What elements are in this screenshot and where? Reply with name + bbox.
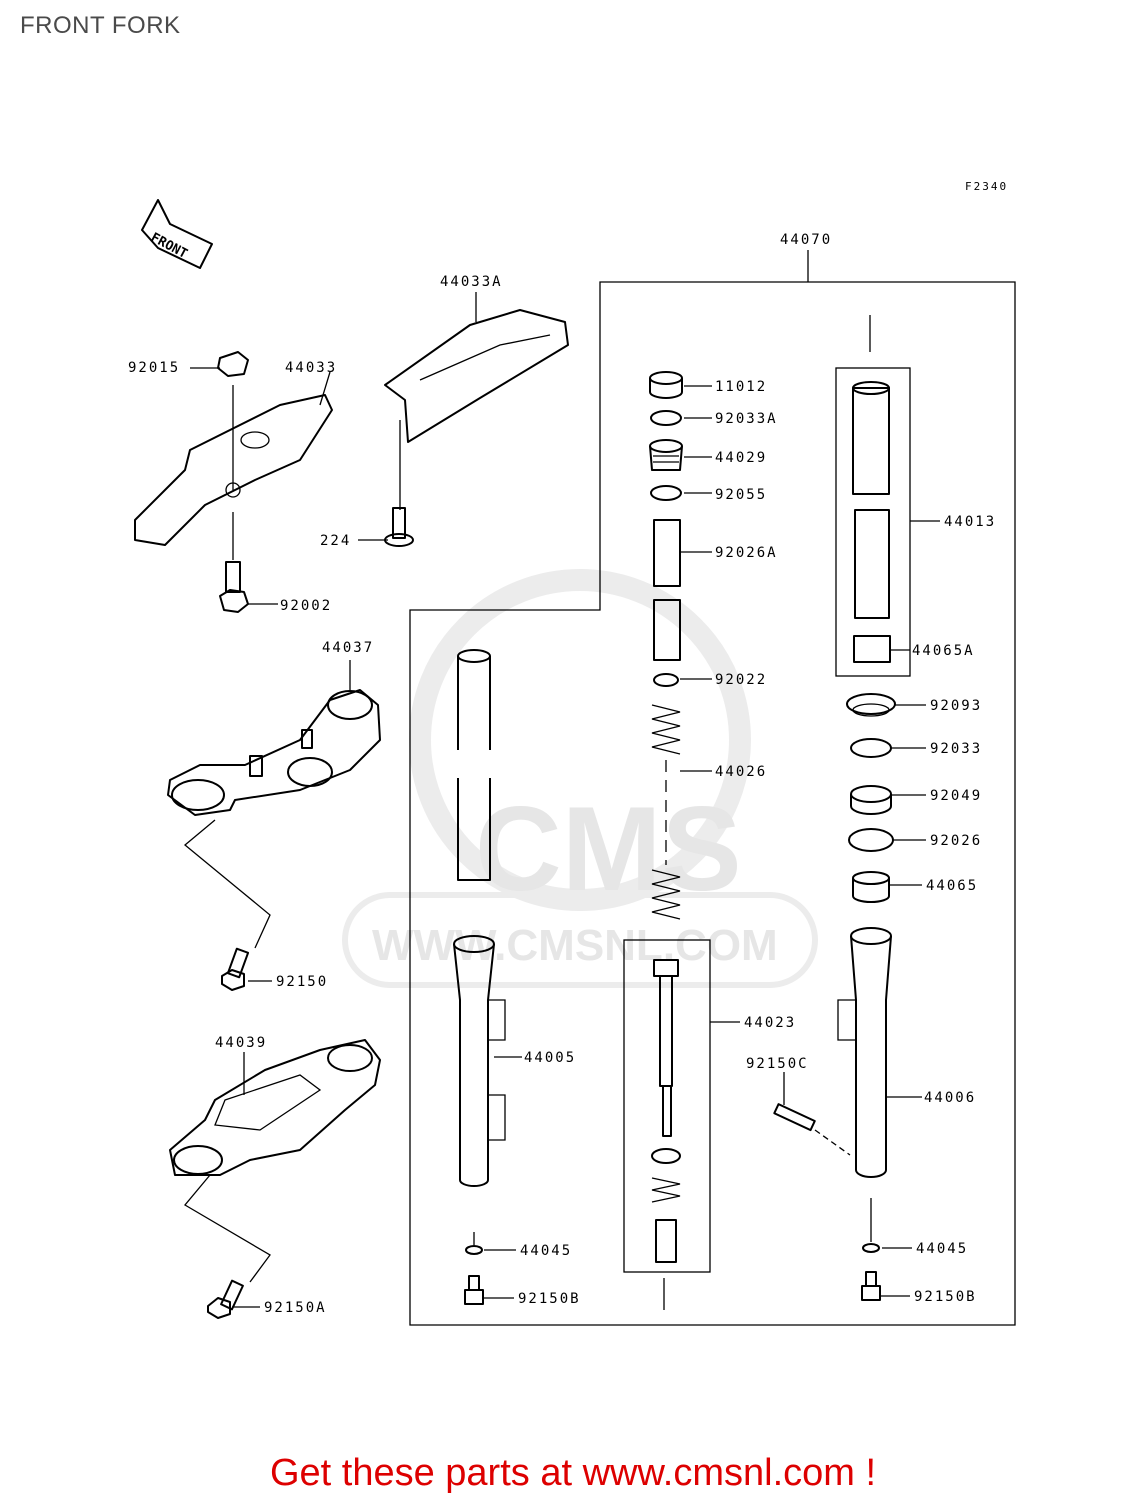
callout-labels: 44070 44033A 92015 44033 224 92002 11012… xyxy=(128,232,996,1316)
callout: 44026 xyxy=(715,764,767,780)
callout: 92055 xyxy=(715,487,767,503)
part-92026a xyxy=(653,519,681,661)
part-44033a xyxy=(384,309,569,510)
callout: 44070 xyxy=(780,232,832,248)
part-92150b-right xyxy=(861,1271,881,1301)
watermark-url: WWW.CMSNL.COM xyxy=(372,921,778,970)
callout: 44037 xyxy=(322,640,374,656)
watermark-brand: CMS xyxy=(475,782,742,916)
front-arrow-label: FRONT xyxy=(148,230,190,262)
part-92150c xyxy=(773,1103,851,1156)
part-44039 xyxy=(169,1039,381,1283)
callout: 44029 xyxy=(715,450,767,466)
part-92150b-left xyxy=(464,1275,484,1305)
part-92015 xyxy=(217,351,249,490)
part-92026 xyxy=(848,828,894,852)
part-44037 xyxy=(167,689,381,949)
callout: 92093 xyxy=(930,698,982,714)
front-arrow-icon: FRONT xyxy=(141,199,213,269)
part-11012 xyxy=(649,371,683,399)
part-92150a xyxy=(207,1279,244,1319)
part-92033a xyxy=(650,410,682,426)
part-44005 xyxy=(453,935,506,1187)
part-92002 xyxy=(219,512,249,613)
callout: 92150 xyxy=(276,974,328,990)
callout: 44023 xyxy=(744,1015,796,1031)
part-92049 xyxy=(850,785,892,815)
callout: 92002 xyxy=(280,598,332,614)
part-inner-tube xyxy=(457,649,491,881)
part-44045-left xyxy=(465,1232,483,1255)
callout: 92033 xyxy=(930,741,982,757)
assembly-outline xyxy=(409,250,1016,1326)
part-44026 xyxy=(651,704,681,920)
part-44013 xyxy=(852,381,890,619)
part-92150 xyxy=(221,947,250,991)
callout: 92150C xyxy=(746,1056,809,1072)
leader-lines xyxy=(190,292,940,1308)
callout: 92033A xyxy=(715,411,778,427)
figure-code: F2340 xyxy=(965,180,1008,193)
part-224 xyxy=(384,507,414,547)
part-44065a xyxy=(853,635,891,663)
callout: 44045 xyxy=(520,1243,572,1259)
part-44023 xyxy=(651,959,681,1263)
callout: 92026 xyxy=(930,833,982,849)
part-92093 xyxy=(846,693,896,717)
callout: 224 xyxy=(320,533,351,549)
callout: 92022 xyxy=(715,672,767,688)
callout: 44013 xyxy=(944,514,996,530)
callout: 11012 xyxy=(715,379,767,395)
watermark: CMS WWW.CMSNL.COM xyxy=(342,569,818,988)
part-92055 xyxy=(650,485,682,501)
callout: 92026A xyxy=(715,545,778,561)
callout: 92150A xyxy=(264,1300,327,1316)
callout: 92150B xyxy=(914,1289,977,1305)
callout: 44033A xyxy=(440,274,503,290)
callout: 44005 xyxy=(524,1050,576,1066)
page-title: FRONT FORK xyxy=(20,12,181,39)
callout: 92015 xyxy=(128,360,180,376)
callout: 44039 xyxy=(215,1035,267,1051)
callout: 44065 xyxy=(926,878,978,894)
part-44065 xyxy=(852,871,890,903)
part-92022 xyxy=(653,673,679,687)
callout: 44065A xyxy=(912,643,975,659)
callout: 44045 xyxy=(916,1241,968,1257)
callout: 44006 xyxy=(924,1090,976,1106)
callout: 44033 xyxy=(285,360,337,376)
footer-promo: Get these parts at www.cmsnl.com ! xyxy=(269,1452,877,1494)
callout: 92049 xyxy=(930,788,982,804)
part-44045-right xyxy=(862,1198,880,1253)
part-44006 xyxy=(837,927,892,1178)
part-92033 xyxy=(850,738,892,758)
part-44033 xyxy=(134,394,333,546)
part-44029 xyxy=(649,439,683,471)
callout: 92150B xyxy=(518,1291,581,1307)
